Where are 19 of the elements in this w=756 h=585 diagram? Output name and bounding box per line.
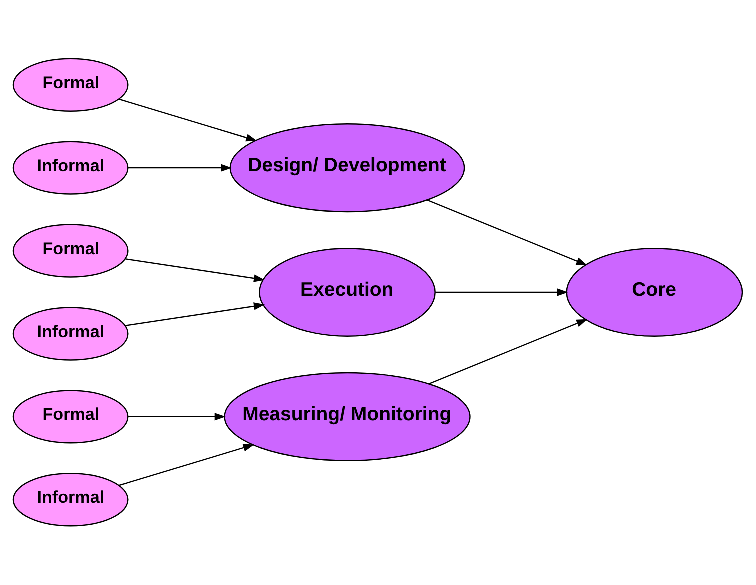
node-ellipse: Execution — [259, 248, 436, 338]
node-ellipse: Informal — [12, 473, 129, 527]
node-ellipse: Formal — [12, 390, 129, 444]
node-ellipse: Informal — [12, 307, 129, 361]
node-ellipse: Core — [566, 248, 744, 338]
node-ellipse: Informal — [12, 141, 129, 195]
arrow — [128, 164, 232, 172]
arrow — [125, 258, 266, 282]
arrow — [119, 444, 254, 486]
node-ellipse: Formal — [12, 58, 129, 112]
node-ellipse: Measuring/ Monitoring — [224, 372, 471, 462]
arrow — [427, 200, 588, 266]
node-ellipse: Design/ Development — [230, 124, 466, 213]
arrow — [128, 413, 226, 421]
arrow — [125, 302, 266, 326]
arrow — [428, 319, 588, 385]
node-ellipse: Formal — [12, 224, 129, 278]
arrow — [436, 288, 568, 296]
arrow — [119, 98, 258, 142]
